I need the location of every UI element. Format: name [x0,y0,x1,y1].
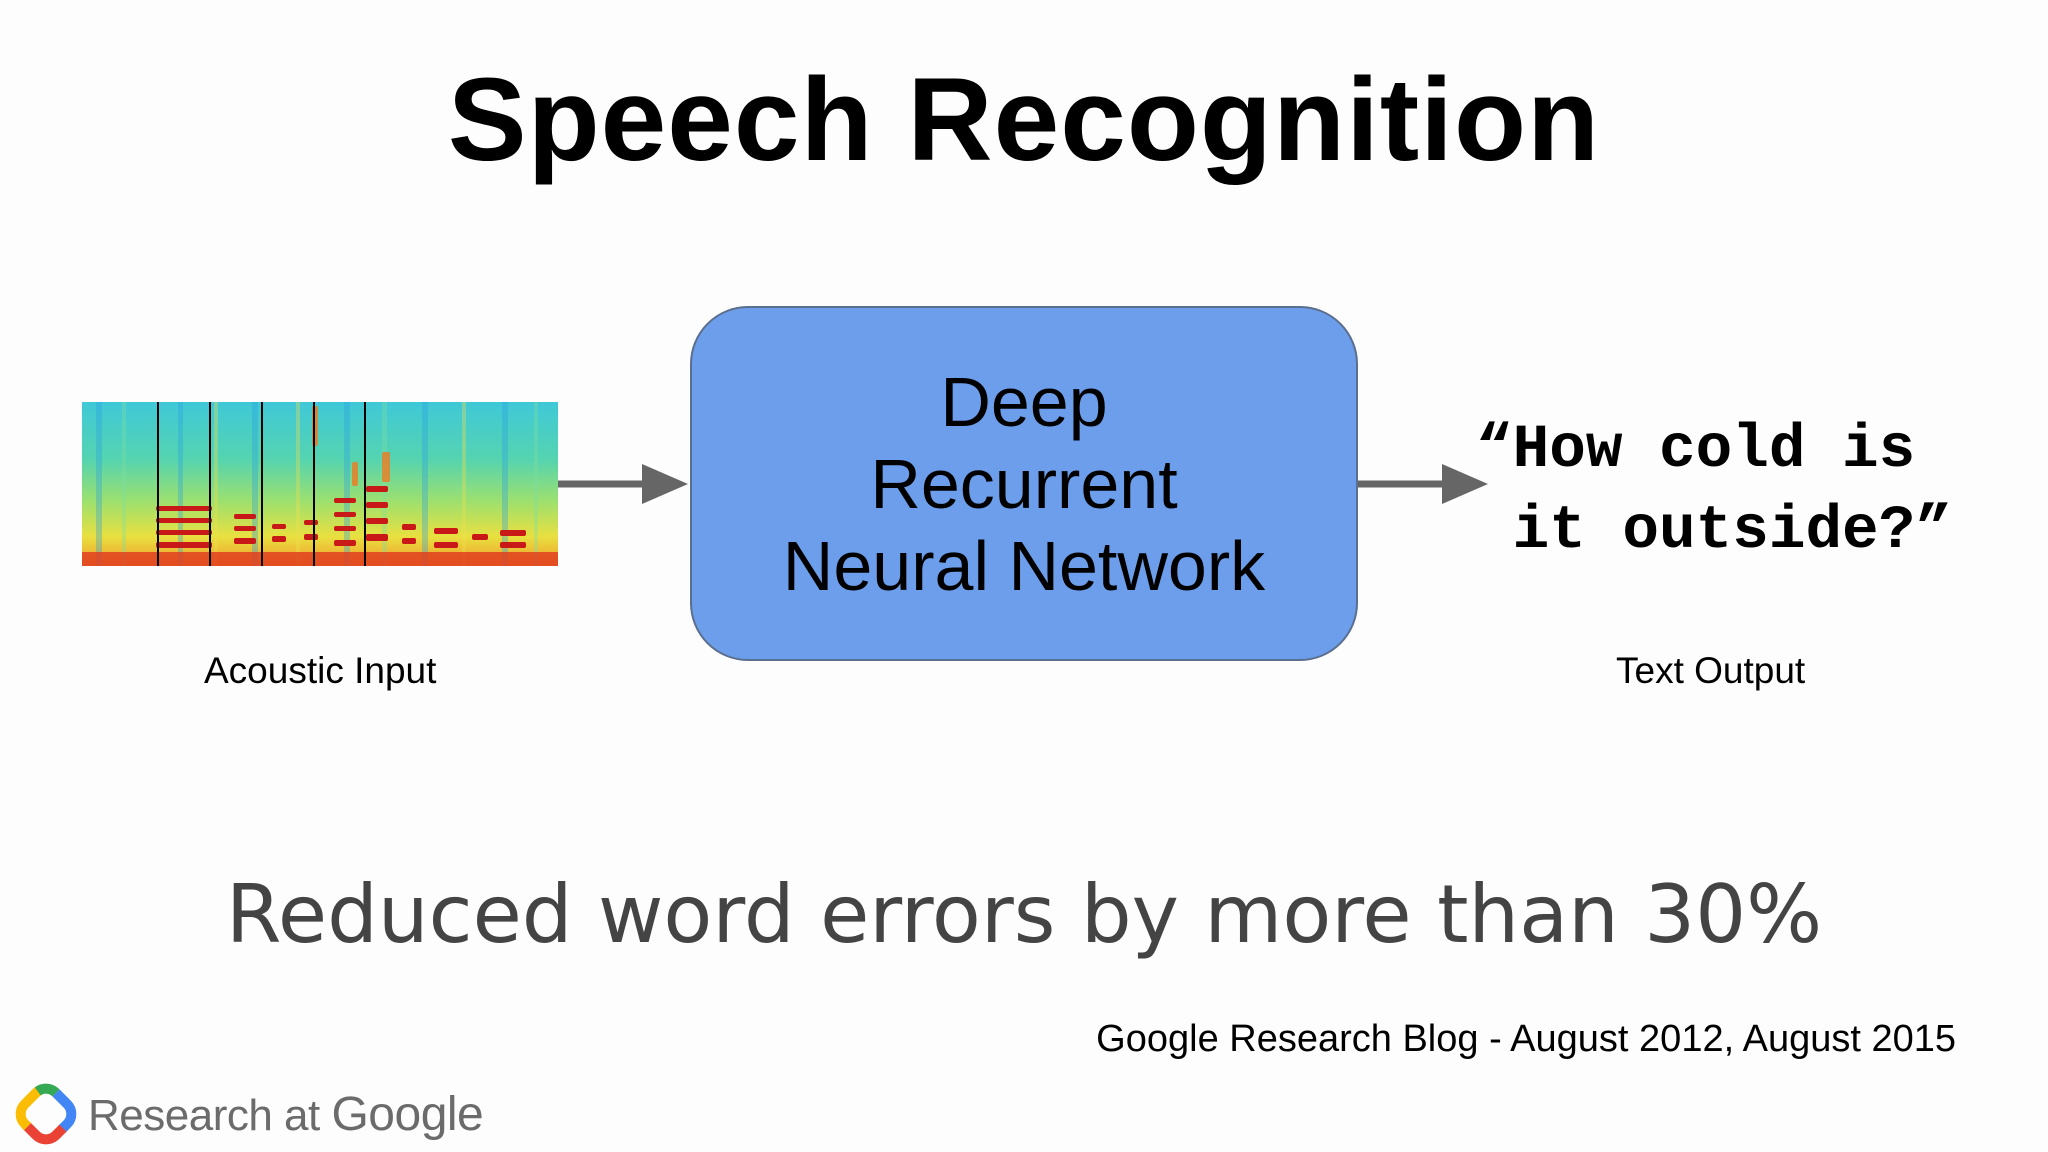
input-arrow [558,464,688,504]
model-label-line-2: Recurrent [870,444,1178,523]
acoustic-input-label: Acoustic Input [204,650,437,691]
deep-recurrent-neural-network-box: Deep Recurrent Neural Network [690,306,1358,661]
headline-result: Reduced word errors by more than 30% [225,868,1823,961]
text-output-label: Text Output [1616,650,1806,691]
logo-prefix: Research at [88,1090,332,1140]
source-citation: Google Research Blog - August 2012, Augu… [1096,1018,1956,1060]
model-label-line-1: Deep [940,362,1108,441]
slide-title: Speech Recognition [447,54,1601,186]
research-at-google-logo: Research at Google [14,1080,484,1148]
model-label-line-3: Neural Network [782,526,1266,605]
research-at-google-logo-icon [15,1083,77,1145]
logo-brand: Google [331,1087,484,1141]
text-output-quote: “How cold is it outside?” [1476,410,1952,572]
spectrogram-image [82,402,558,566]
logo-wordmark: Research at Google [88,1087,484,1142]
output-line-1: “How cold is [1476,416,1916,485]
output-line-2: it outside?” [1476,497,1952,566]
output-arrow [1358,464,1488,504]
